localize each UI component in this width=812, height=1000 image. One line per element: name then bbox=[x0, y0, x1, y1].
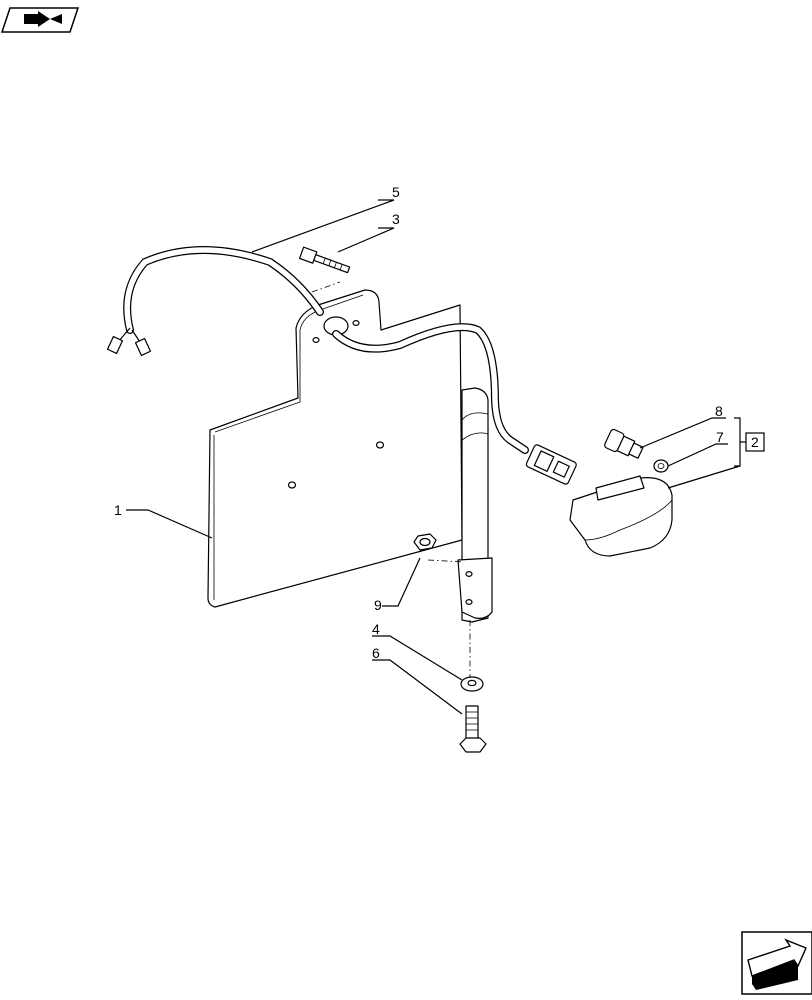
washer-4 bbox=[460, 676, 484, 692]
nut-9 bbox=[413, 533, 437, 551]
callout-7: 7 bbox=[716, 429, 724, 445]
callout-4: 4 bbox=[372, 621, 380, 637]
callout-8: 8 bbox=[715, 403, 723, 419]
license-plate-bracket bbox=[207, 289, 463, 608]
callout-6: 6 bbox=[372, 645, 380, 661]
callout-3: 3 bbox=[392, 211, 400, 227]
callout-2-box bbox=[745, 432, 765, 452]
centerline-screw bbox=[311, 281, 341, 293]
bolt-6 bbox=[459, 705, 487, 753]
callout-1: 1 bbox=[114, 502, 122, 518]
centerline-nut bbox=[427, 559, 465, 563]
lamp-socket-8 bbox=[604, 428, 644, 459]
book-arrow-icon[interactable] bbox=[0, 7, 80, 33]
bulb-7 bbox=[653, 459, 669, 473]
support-tube bbox=[457, 387, 493, 623]
plate-lamp bbox=[569, 475, 673, 557]
wiring-harness bbox=[106, 246, 577, 485]
callout-5: 5 bbox=[392, 184, 400, 200]
screw-3 bbox=[298, 246, 351, 274]
callout-2: 2 bbox=[751, 434, 759, 450]
callout-9: 9 bbox=[374, 597, 382, 613]
next-page-arrow-icon[interactable] bbox=[741, 931, 812, 995]
leader-lines bbox=[126, 199, 746, 715]
